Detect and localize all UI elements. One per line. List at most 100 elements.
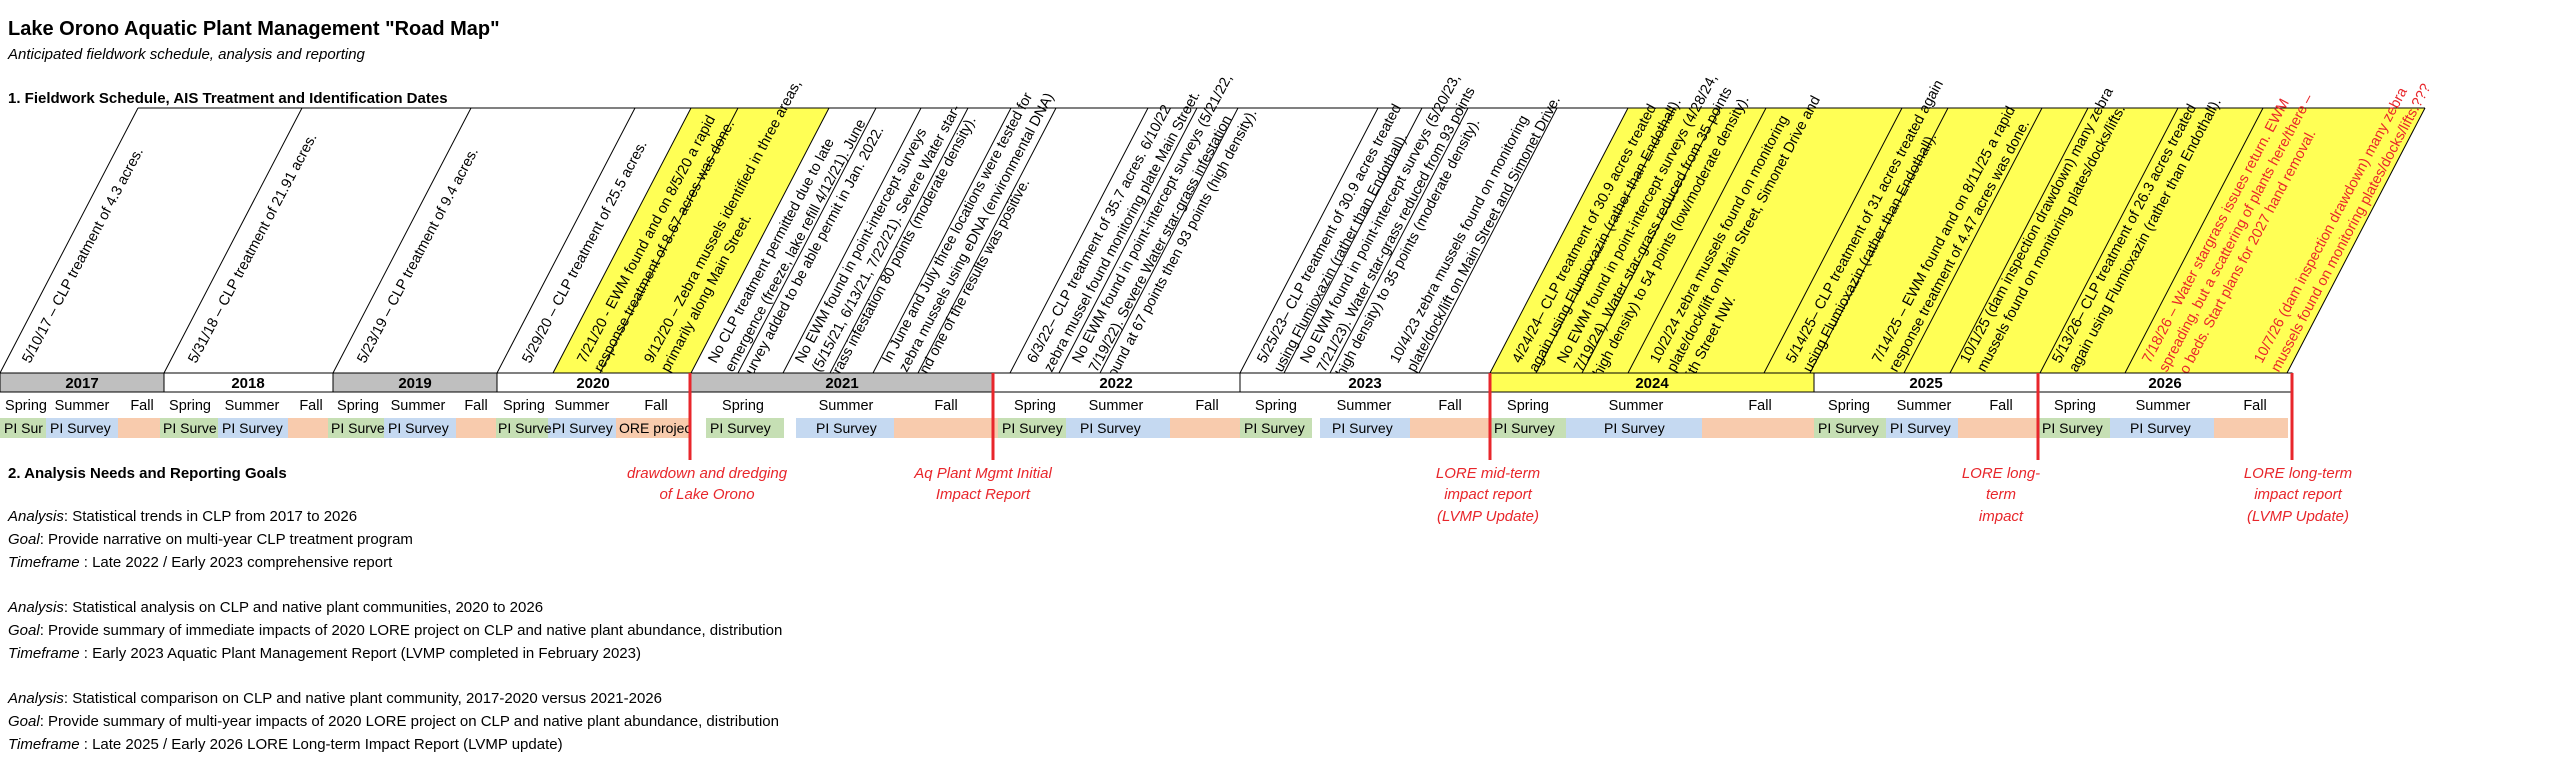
activity-label: PI Surve xyxy=(498,420,552,436)
year-label: 2025 xyxy=(1909,375,1942,392)
fall-cell-2018 xyxy=(288,418,328,438)
year-header-row: 2017 2018 2019 2020 2021 2022 2023 2024 … xyxy=(0,372,2293,393)
survey-cell-summer-2025 xyxy=(1886,418,1958,438)
fall-cell-2019 xyxy=(456,418,496,438)
survey-cell-summer-2024 xyxy=(1566,418,1702,438)
annotation-2017-clp: 5/10/17 – CLP treatment of 4.3 acres. xyxy=(19,145,147,366)
survey-cell-summer-2019 xyxy=(384,418,456,438)
page-subtitle: Anticipated fieldwork schedule, analysis… xyxy=(8,46,365,63)
analysis-line: Analysis: Statistical comparison on CLP … xyxy=(8,690,662,707)
season-label: Spring xyxy=(503,398,545,414)
survey-cell-summer-2020 xyxy=(548,418,616,438)
season-label: Spring xyxy=(1255,398,1297,414)
season-label: Fall xyxy=(1438,398,1461,414)
year-label: 2018 xyxy=(231,375,264,392)
fall-cell-2024 xyxy=(1702,418,1814,438)
survey-cell-spring-2023 xyxy=(1240,418,1312,438)
report-markers xyxy=(688,373,2294,460)
analysis-goals: Analysis: Statistical trends in CLP from… xyxy=(8,505,1408,778)
season-label: Spring xyxy=(2054,398,2096,414)
season-label: Summer xyxy=(2136,398,2191,414)
activity-label: PI Survey xyxy=(50,420,111,436)
section-analysis-heading: 2. Analysis Needs and Reporting Goals xyxy=(8,465,287,482)
goal-block: Analysis: Statistical analysis on CLP an… xyxy=(8,596,1408,665)
season-label: Summer xyxy=(819,398,874,414)
season-label: Summer xyxy=(555,398,610,414)
activity-label: PI Survey xyxy=(1002,420,1063,436)
survey-cell-spring-2020 xyxy=(496,418,548,438)
timeframe-line: Timeframe : Late 2022 / Early 2023 compr… xyxy=(8,554,393,571)
activity-label: PI Survey xyxy=(2130,420,2191,436)
season-label: Fall xyxy=(464,398,487,414)
season-label: Summer xyxy=(1337,398,1392,414)
survey-cell-spring-2024 xyxy=(1490,418,1566,438)
analysis-line: Analysis: Statistical analysis on CLP an… xyxy=(8,599,544,616)
activity-label: PI Survey xyxy=(1604,420,1665,436)
activity-label: PI Sur xyxy=(4,420,43,436)
survey-cell-summer-2026 xyxy=(2110,418,2214,438)
season-label: Summer xyxy=(225,398,280,414)
season-label: Summer xyxy=(1897,398,1952,414)
season-label: Summer xyxy=(1089,398,1144,414)
survey-cell-spring-2018 xyxy=(160,418,218,438)
annotation-2018-clp: 5/31/18 – CLP treatment of 21.91 acres. xyxy=(185,131,320,366)
year-label: 2021 xyxy=(825,375,858,392)
activity-label: PI Survey xyxy=(1244,420,1305,436)
survey-cell-spring-2025 xyxy=(1814,418,1886,438)
lore-project-cell xyxy=(616,418,690,438)
season-label: Summer xyxy=(1609,398,1664,414)
activity-label: PI Survey xyxy=(1080,420,1141,436)
analysis-line: Analysis: Statistical trends in CLP from… xyxy=(8,508,358,525)
survey-cell-spring-2019 xyxy=(328,418,384,438)
year-label: 2024 xyxy=(1635,375,1669,392)
fall-cell-2025 xyxy=(1958,418,2038,438)
goal-line: Goal: Provide summary of multi-year impa… xyxy=(8,713,779,730)
activity-label: PI Survey xyxy=(710,420,771,436)
activity-label: PI Survey xyxy=(816,420,877,436)
year-label: 2026 xyxy=(2148,375,2181,392)
season-label: Spring xyxy=(1507,398,1549,414)
activity-label: PI Survey xyxy=(1890,420,1951,436)
fall-cell-2026 xyxy=(2214,418,2288,438)
season-label: Spring xyxy=(337,398,379,414)
activity-label: PI Survey xyxy=(222,420,283,436)
season-label: Spring xyxy=(5,398,47,414)
year-label: 2019 xyxy=(398,375,431,392)
season-label: Fall xyxy=(1989,398,2012,414)
survey-cell-summer-2022 xyxy=(1066,418,1170,438)
survey-cell-spring-2026 xyxy=(2038,418,2110,438)
activity-label: PI Surve xyxy=(163,420,217,436)
goal-line: Goal: Provide narrative on multi-year CL… xyxy=(8,531,413,548)
annotation-2019-clp: 5/23/19 – CLP treatment of 9.4 acres. xyxy=(354,145,482,366)
fall-cell-2022 xyxy=(1170,418,1240,438)
year-label: 2022 xyxy=(1099,375,1132,392)
goal-block: Analysis: Statistical trends in CLP from… xyxy=(8,505,1408,574)
season-label: Spring xyxy=(1828,398,1870,414)
timeframe-line: Timeframe : Late 2025 / Early 2026 LORE … xyxy=(8,736,563,753)
activity-label: PI Survey xyxy=(1494,420,1555,436)
activity-label: PI Surve xyxy=(331,420,385,436)
fall-cell-2023 xyxy=(1410,418,1490,438)
season-label: Fall xyxy=(2243,398,2266,414)
fall-cell-2017 xyxy=(118,418,160,438)
activity-row: PI Sur PI Survey PI Surve PI Survey PI S… xyxy=(0,418,2288,438)
survey-cell-summer-2018 xyxy=(218,418,288,438)
survey-cell-spring-2021 xyxy=(706,418,784,438)
activity-label: PI Survey xyxy=(1818,420,1879,436)
page-title: Lake Orono Aquatic Plant Management "Roa… xyxy=(8,18,500,40)
season-label: Fall xyxy=(934,398,957,414)
season-label: Fall xyxy=(299,398,322,414)
survey-cell-summer-2023 xyxy=(1320,418,1410,438)
season-label: Summer xyxy=(55,398,110,414)
season-row: Spring Summer Fall Spring Summer Fall Sp… xyxy=(5,398,2267,414)
goal-block: Analysis: Statistical comparison on CLP … xyxy=(8,687,1408,756)
season-label: Spring xyxy=(722,398,764,414)
fall-cell-2021 xyxy=(894,418,998,438)
year-label: 2020 xyxy=(576,375,609,392)
